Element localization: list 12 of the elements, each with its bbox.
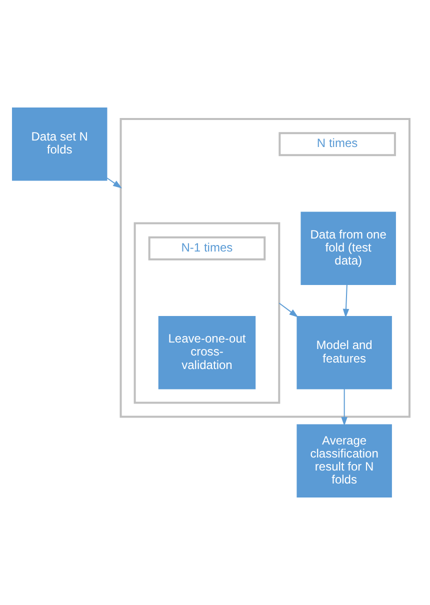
node-box: Leave-one-out cross-validation: [158, 316, 256, 390]
node-box: N times: [278, 132, 396, 156]
arrow: [341, 388, 348, 426]
cluster: [134, 222, 280, 404]
node-box: Model and features: [296, 316, 392, 390]
node-box: Data set N folds: [12, 108, 108, 181]
arrow: [106, 178, 122, 188]
node-box: Average classification result for N folds: [296, 424, 392, 498]
arrow: [342, 284, 350, 318]
arrow: [278, 302, 298, 318]
node-box: Data from one fold (test data): [300, 212, 396, 285]
node-box: N-1 times: [148, 236, 266, 260]
